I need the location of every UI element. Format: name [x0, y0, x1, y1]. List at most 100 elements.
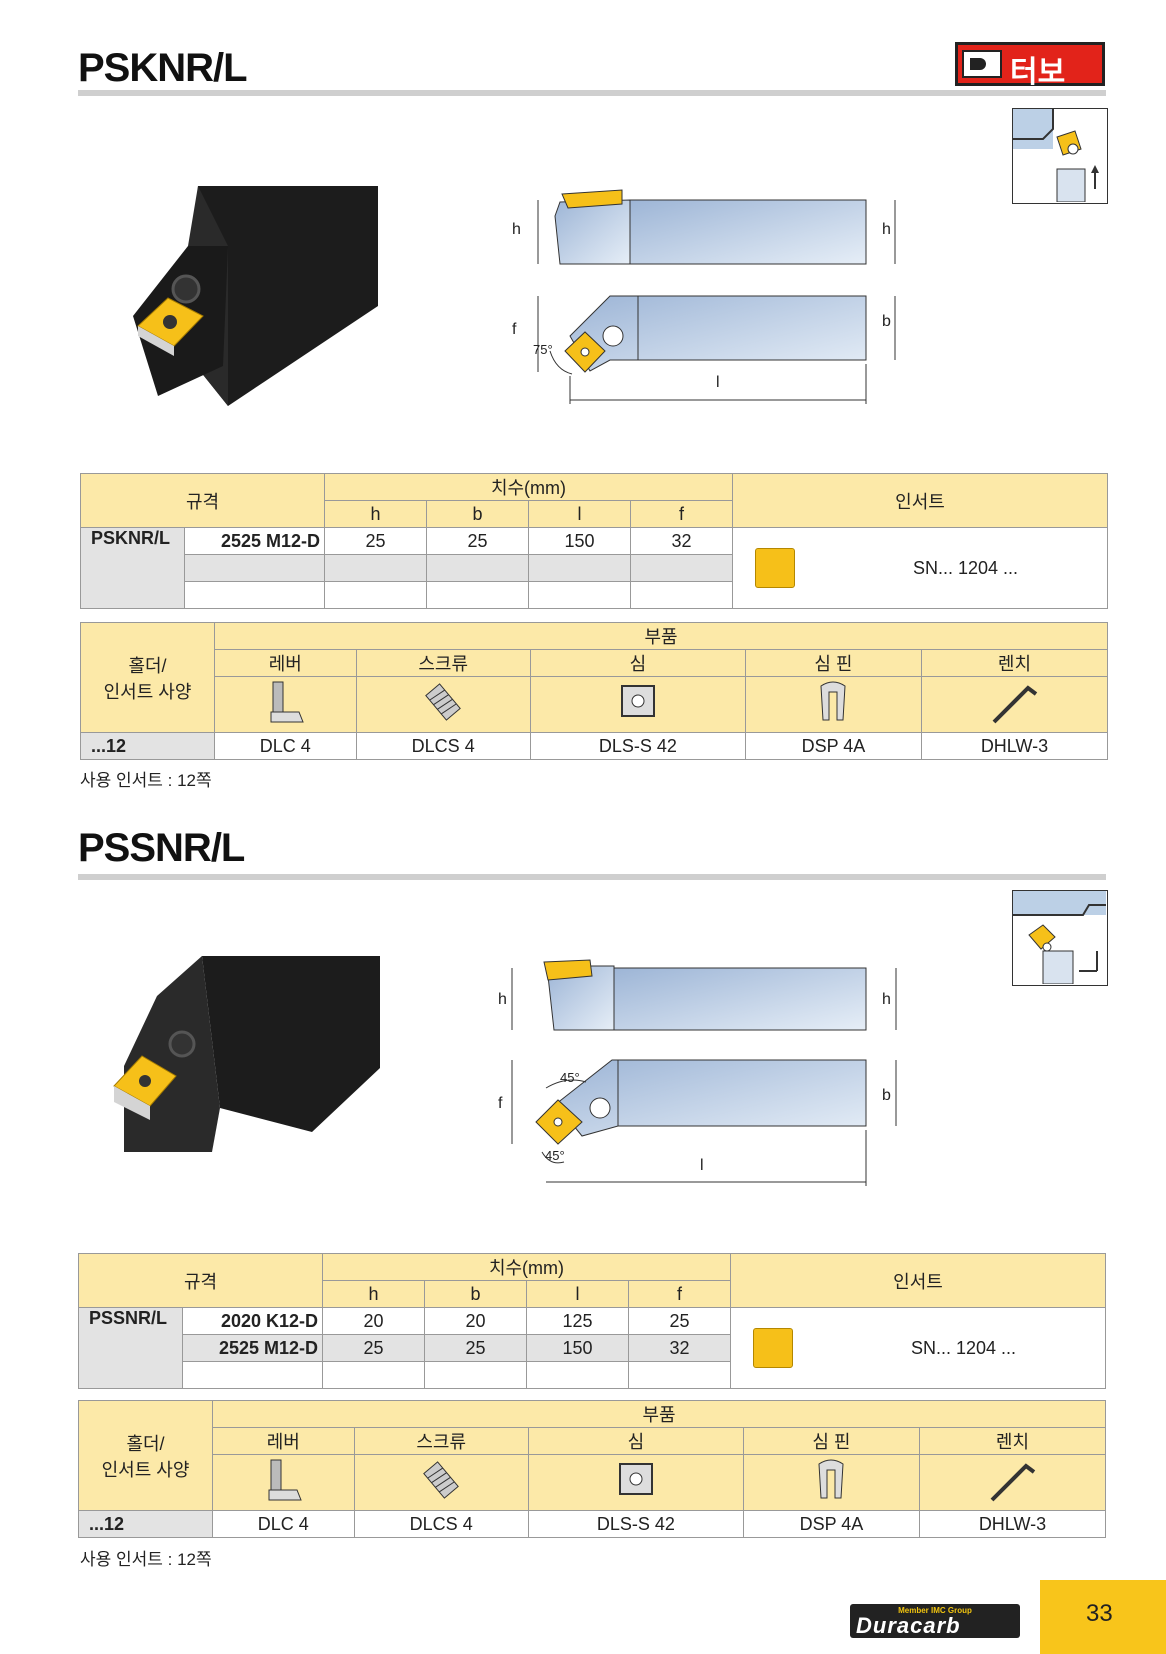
title-rule [78, 874, 1106, 880]
spec-h [324, 554, 427, 582]
spec-prefix: PSKNR/L [80, 527, 185, 609]
duracarb-wordmark: Duracarb [856, 1613, 961, 1638]
tool-3d-image [113, 956, 380, 1152]
parts-table: 홀더/ 인서트 사양 부품 레버 스크류 심 심 핀 렌치 ...12 DLC … [78, 1400, 1107, 1538]
spec-h: 25 [324, 527, 427, 555]
parts-col-lever: 레버 [212, 1427, 355, 1455]
spec-l [528, 581, 631, 609]
lever-icon [214, 676, 357, 733]
screw-icon [353, 1454, 529, 1511]
schematic-drawing [537, 189, 896, 404]
parts-header: 부품 [212, 1400, 1106, 1428]
dim-label-b: b [882, 313, 891, 330]
parts-col-wrench: 렌치 [920, 649, 1109, 677]
angle-label: 45° [545, 1148, 565, 1163]
spec-b [424, 1361, 527, 1389]
dim-label-f: f [512, 321, 517, 338]
spec-table: 규격 치수(mm) 인서트 h b l f PSKNR/L 2525 M12-D… [80, 473, 1108, 609]
title-rule [78, 90, 1106, 96]
parts-col-shim: 심 [529, 649, 746, 677]
spec-col-f: f [630, 500, 733, 528]
spec-h [322, 1361, 425, 1389]
spec-b: 25 [424, 1334, 527, 1362]
parts-col-shim-pin: 심 핀 [744, 649, 922, 677]
spec-header-gyugyeok: 규격 [80, 473, 325, 528]
holder-label-line2: 인서트 사양 [101, 1459, 190, 1480]
duracarb-member-note: Member IMC Group [898, 1606, 972, 1615]
spec-model: 2525 M12-D [184, 527, 325, 555]
parts-holder-label: 홀더/ 인서트 사양 [78, 1400, 213, 1511]
spec-col-l: l [528, 500, 631, 528]
duracarb-logo: Member IMC Group Duracarb [850, 1604, 1020, 1638]
parts-value: DLC 4 [212, 1510, 355, 1538]
spec-insert-cell: SN... 1204 ... [730, 1307, 1106, 1389]
spec-header-insert: 인서트 [730, 1253, 1106, 1308]
holder-label-line1: 홀더/ [126, 1433, 165, 1454]
section-title: PSSNR/L [78, 826, 245, 870]
spec-b: 25 [426, 527, 529, 555]
holder-label-line2: 인서트 사양 [103, 681, 192, 702]
dim-label-l: l [700, 1157, 704, 1174]
parts-value: DSP 4A [742, 1510, 920, 1538]
parts-col-shim-pin: 심 핀 [742, 1427, 920, 1455]
parts-value: DSP 4A [744, 732, 922, 760]
spec-l: 150 [526, 1334, 629, 1362]
parts-value: DLS-S 42 [527, 1510, 744, 1538]
parts-value: DHLW-3 [920, 732, 1109, 760]
shim-icon [529, 676, 746, 733]
parts-value: DLCS 4 [355, 732, 531, 760]
wrench-icon [920, 676, 1109, 733]
parts-table: 홀더/ 인서트 사양 부품 레버 스크류 심 심 핀 렌치 ...12 DLC … [80, 622, 1109, 760]
holder-label-line1: 홀더/ [128, 655, 167, 676]
parts-col-screw: 스크류 [355, 649, 531, 677]
parts-value: DLS-S 42 [529, 732, 746, 760]
parts-size: ...12 [78, 1510, 213, 1538]
spec-model [182, 1361, 323, 1389]
spec-insert-cell: SN... 1204 ... [732, 527, 1108, 609]
parts-col-lever: 레버 [214, 649, 357, 677]
spec-h: 25 [322, 1334, 425, 1362]
dim-label-h-right: h [882, 221, 891, 238]
parts-col-wrench: 렌치 [918, 1427, 1107, 1455]
page-number-tab: 33 [1040, 1580, 1166, 1654]
parts-col-shim: 심 [527, 1427, 744, 1455]
section-title: PSKNR/L [78, 46, 248, 90]
screw-icon [355, 676, 531, 733]
wrench-icon [918, 1454, 1107, 1511]
spec-insert: SN... 1204 ... [913, 558, 1019, 578]
spec-h: 20 [322, 1307, 425, 1335]
spec-l [528, 554, 631, 582]
lever-icon [212, 1454, 355, 1511]
logo-d-mark [962, 50, 1002, 78]
insert-page-note: 사용 인서트 : 12쪽 [80, 1550, 212, 1569]
spec-col-l: l [526, 1280, 629, 1308]
insert-page-note: 사용 인서트 : 12쪽 [80, 771, 212, 790]
spec-prefix: PSSNR/L [78, 1307, 183, 1389]
spec-b: 20 [424, 1307, 527, 1335]
operation-thumbnail [1012, 108, 1108, 204]
dim-label-l: l [716, 374, 720, 391]
spec-header-dims: 치수(mm) [322, 1253, 731, 1281]
shim-pin-icon [744, 676, 922, 733]
spec-col-f: f [628, 1280, 731, 1308]
parts-size: ...12 [80, 732, 215, 760]
spec-l [526, 1361, 629, 1389]
spec-f: 32 [630, 527, 733, 555]
spec-col-h: h [324, 500, 427, 528]
spec-f [630, 581, 733, 609]
schematic-drawing [511, 959, 897, 1186]
dim-label-h: h [498, 991, 507, 1008]
insert-swatch [755, 548, 795, 588]
spec-header-gyugyeok: 규격 [78, 1253, 323, 1308]
spec-model [184, 554, 325, 582]
spec-h [324, 581, 427, 609]
spec-col-h: h [322, 1280, 425, 1308]
parts-value: DHLW-3 [918, 1510, 1107, 1538]
dim-label-f: f [498, 1095, 503, 1112]
insert-swatch [753, 1328, 793, 1368]
parts-value: DLC 4 [214, 732, 357, 760]
parts-value: DLCS 4 [353, 1510, 529, 1538]
operation-thumbnail [1012, 890, 1108, 986]
angle-label: 45° [560, 1070, 580, 1085]
spec-model: 2020 K12-D [182, 1307, 323, 1335]
